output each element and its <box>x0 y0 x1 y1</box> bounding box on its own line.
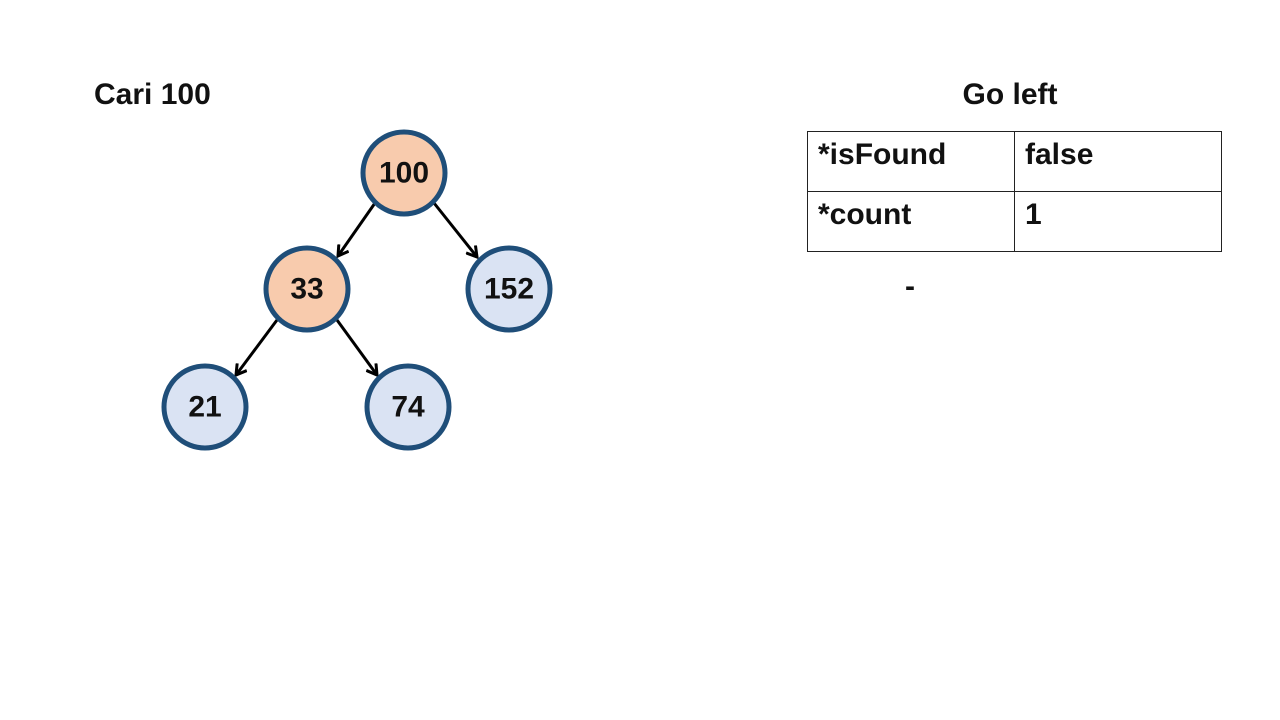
table-row: *count 1 <box>807 191 1222 252</box>
node-label: 100 <box>379 157 429 190</box>
status-text: - <box>905 270 915 303</box>
tree-node: 21 <box>161 363 249 451</box>
tree-node: 33 <box>263 245 351 333</box>
edge-100-152 <box>432 202 477 257</box>
node-circle <box>161 363 249 451</box>
node-circle <box>263 245 351 333</box>
state-table: *isFound false *count 1 <box>807 131 1222 252</box>
edge-33-21 <box>236 319 279 375</box>
node-circle <box>360 129 448 217</box>
node-label: 74 <box>391 391 425 424</box>
tree-node: 152 <box>465 245 553 333</box>
state-value: false <box>1014 131 1222 192</box>
node-label: 33 <box>290 273 323 306</box>
edge-33-74 <box>335 319 377 375</box>
tree-node: 100 <box>360 129 448 217</box>
tree-edges <box>236 202 477 375</box>
edge-100-33 <box>338 202 377 256</box>
search-title: Cari 100 <box>94 78 211 111</box>
node-circle <box>465 245 553 333</box>
state-key: *count <box>807 191 1015 252</box>
step-title: Go left <box>962 78 1058 111</box>
state-value: 1 <box>1014 191 1222 252</box>
table-row: *isFound false <box>807 131 1222 192</box>
state-key: *isFound <box>807 131 1015 192</box>
node-label: 21 <box>188 391 221 424</box>
node-label: 152 <box>484 273 534 306</box>
tree-node: 74 <box>364 363 452 451</box>
node-circle <box>364 363 452 451</box>
